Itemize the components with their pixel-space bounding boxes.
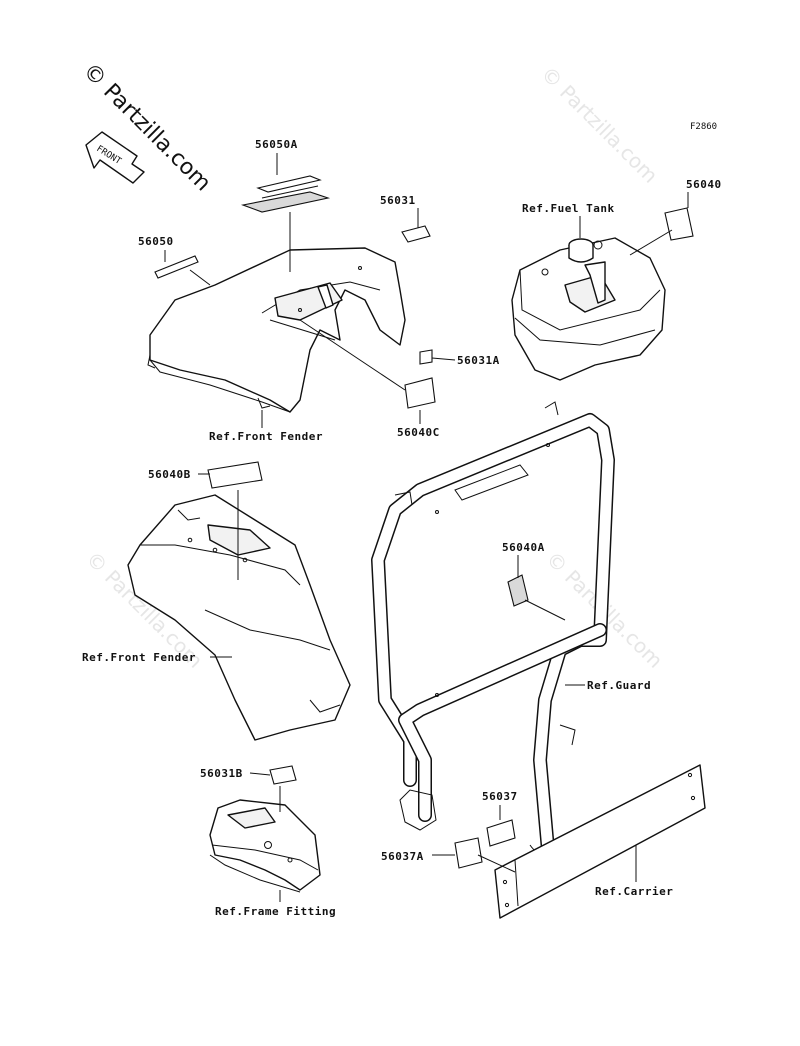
label-56031: 56031 bbox=[380, 194, 416, 207]
label-56050: 56050 bbox=[138, 235, 174, 248]
decal-56037A bbox=[454, 837, 483, 869]
watermark-main: © Partzilla.com bbox=[78, 59, 216, 197]
label-56050A: 56050A bbox=[255, 138, 298, 151]
upper-front-fender bbox=[147, 247, 406, 413]
decal-56050 bbox=[154, 255, 199, 279]
label-56040: 56040 bbox=[686, 178, 722, 191]
decal-56050A bbox=[240, 175, 331, 213]
decal-56031 bbox=[401, 225, 431, 243]
guard-frame bbox=[371, 401, 615, 857]
ref-guard: Ref.Guard bbox=[587, 679, 651, 692]
decal-56037 bbox=[486, 819, 516, 847]
decal-56040C bbox=[404, 377, 436, 409]
ref-front-fender-mid: Ref.Front Fender bbox=[82, 651, 196, 664]
figure-code: F2860 bbox=[690, 122, 717, 132]
fuel-tank bbox=[511, 237, 666, 381]
label-56040B: 56040B bbox=[148, 468, 191, 481]
ref-fuel-tank: Ref.Fuel Tank bbox=[522, 202, 615, 215]
decal-56040B bbox=[207, 461, 263, 489]
decal-56031A bbox=[419, 349, 433, 365]
middle-front-fender bbox=[127, 494, 351, 741]
label-56040A: 56040A bbox=[502, 541, 545, 554]
ref-frame-fitting: Ref.Frame Fitting bbox=[215, 905, 336, 918]
label-56031B: 56031B bbox=[200, 767, 243, 780]
label-56040C: 56040C bbox=[397, 426, 440, 439]
frame-fitting bbox=[209, 799, 321, 893]
label-56037: 56037 bbox=[482, 790, 518, 803]
label-56037A: 56037A bbox=[381, 850, 424, 863]
watermark-top-right: © Partzilla.com bbox=[536, 62, 662, 188]
decal-56040 bbox=[664, 207, 694, 241]
ref-carrier: Ref.Carrier bbox=[595, 885, 673, 898]
ref-front-fender-top: Ref.Front Fender bbox=[209, 430, 323, 443]
label-56031A: 56031A bbox=[457, 354, 500, 367]
decal-56031B bbox=[269, 765, 297, 785]
front-arrow-icon: FRONT bbox=[85, 131, 145, 184]
carrier-bar bbox=[494, 764, 706, 919]
decal-56040A bbox=[507, 574, 529, 607]
